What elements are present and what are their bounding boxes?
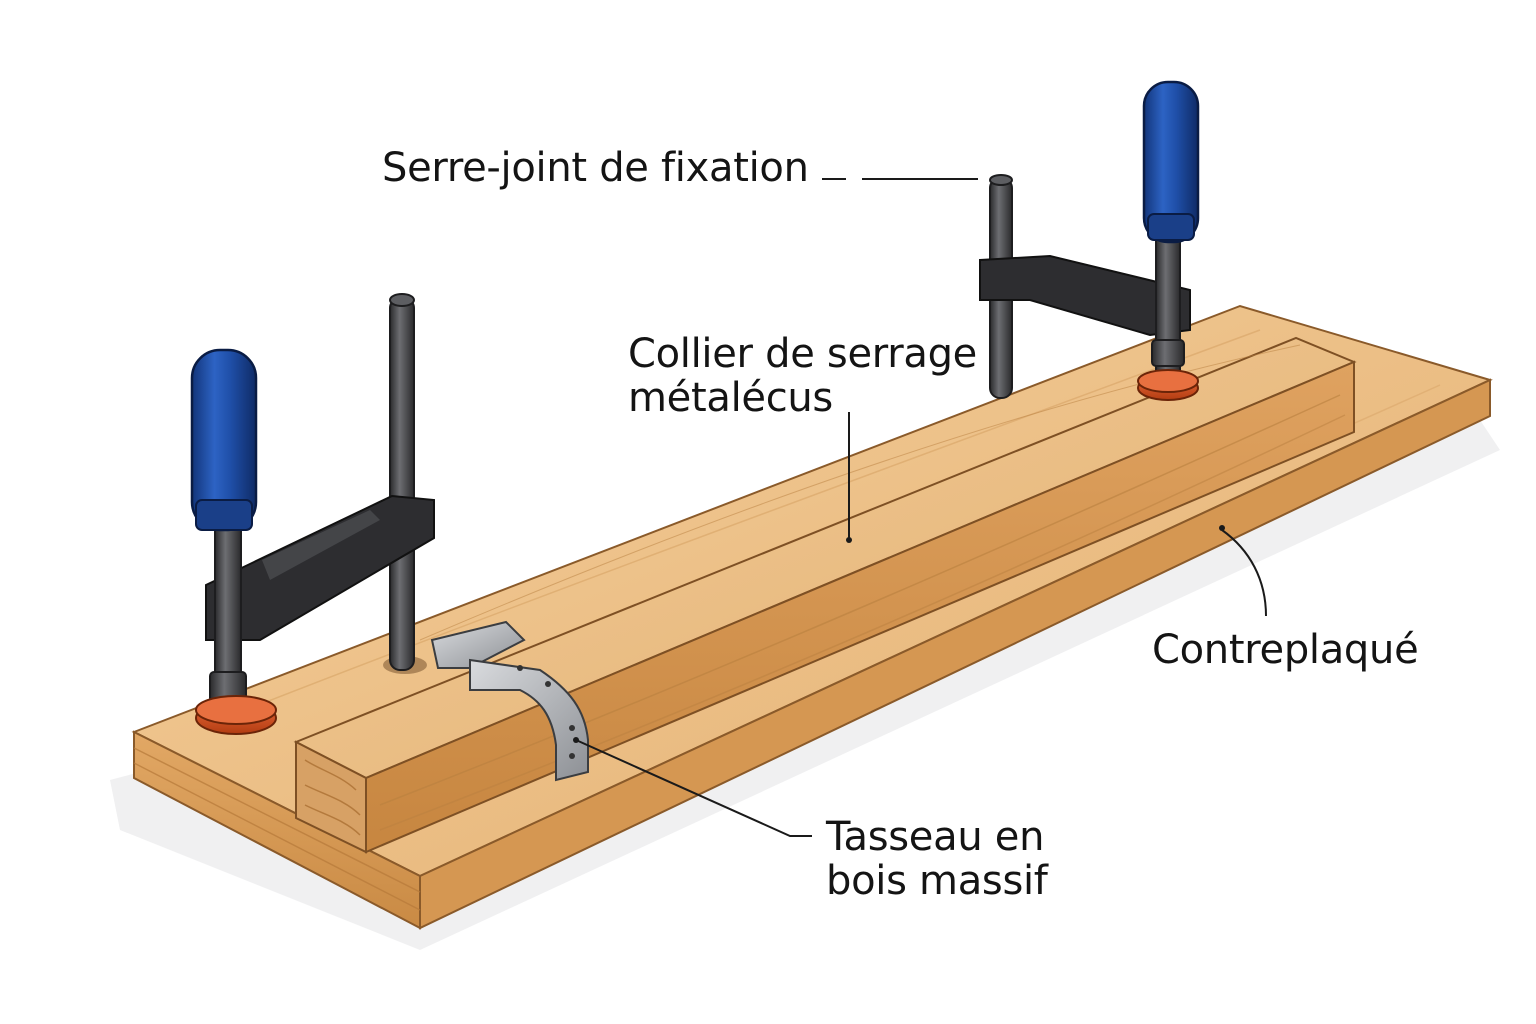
- leader-tasseau: [575, 739, 812, 837]
- metal-bracket: [430, 620, 589, 782]
- batten-block: [293, 336, 1357, 854]
- label-tasseau: Tasseau en bois massif: [826, 815, 1048, 903]
- leader-lines: [575, 178, 1267, 837]
- label-serre-joint: Serre-joint de fixation: [382, 145, 809, 191]
- label-collier-line2: métalécus: [628, 375, 833, 421]
- left-clamp-screw: [214, 519, 242, 681]
- label-tasseau-line1: Tasseau en: [826, 814, 1045, 860]
- left-clamp-arm: [205, 494, 435, 641]
- batten-side: [365, 360, 1355, 854]
- left-clamp: [190, 293, 435, 735]
- label-collier-line1: Collier de serrage: [628, 331, 977, 377]
- left-clamp-post: [389, 297, 415, 671]
- label-tasseau-line2: bois massif: [826, 858, 1048, 904]
- leader-contreplaque: [1221, 529, 1267, 617]
- label-contreplaque: Contreplaqué: [1152, 627, 1419, 673]
- right-clamp: [979, 80, 1200, 401]
- label-collier-de-serrage: Collier de serrage métalécus: [628, 332, 977, 420]
- right-clamp-handle: [1142, 80, 1200, 244]
